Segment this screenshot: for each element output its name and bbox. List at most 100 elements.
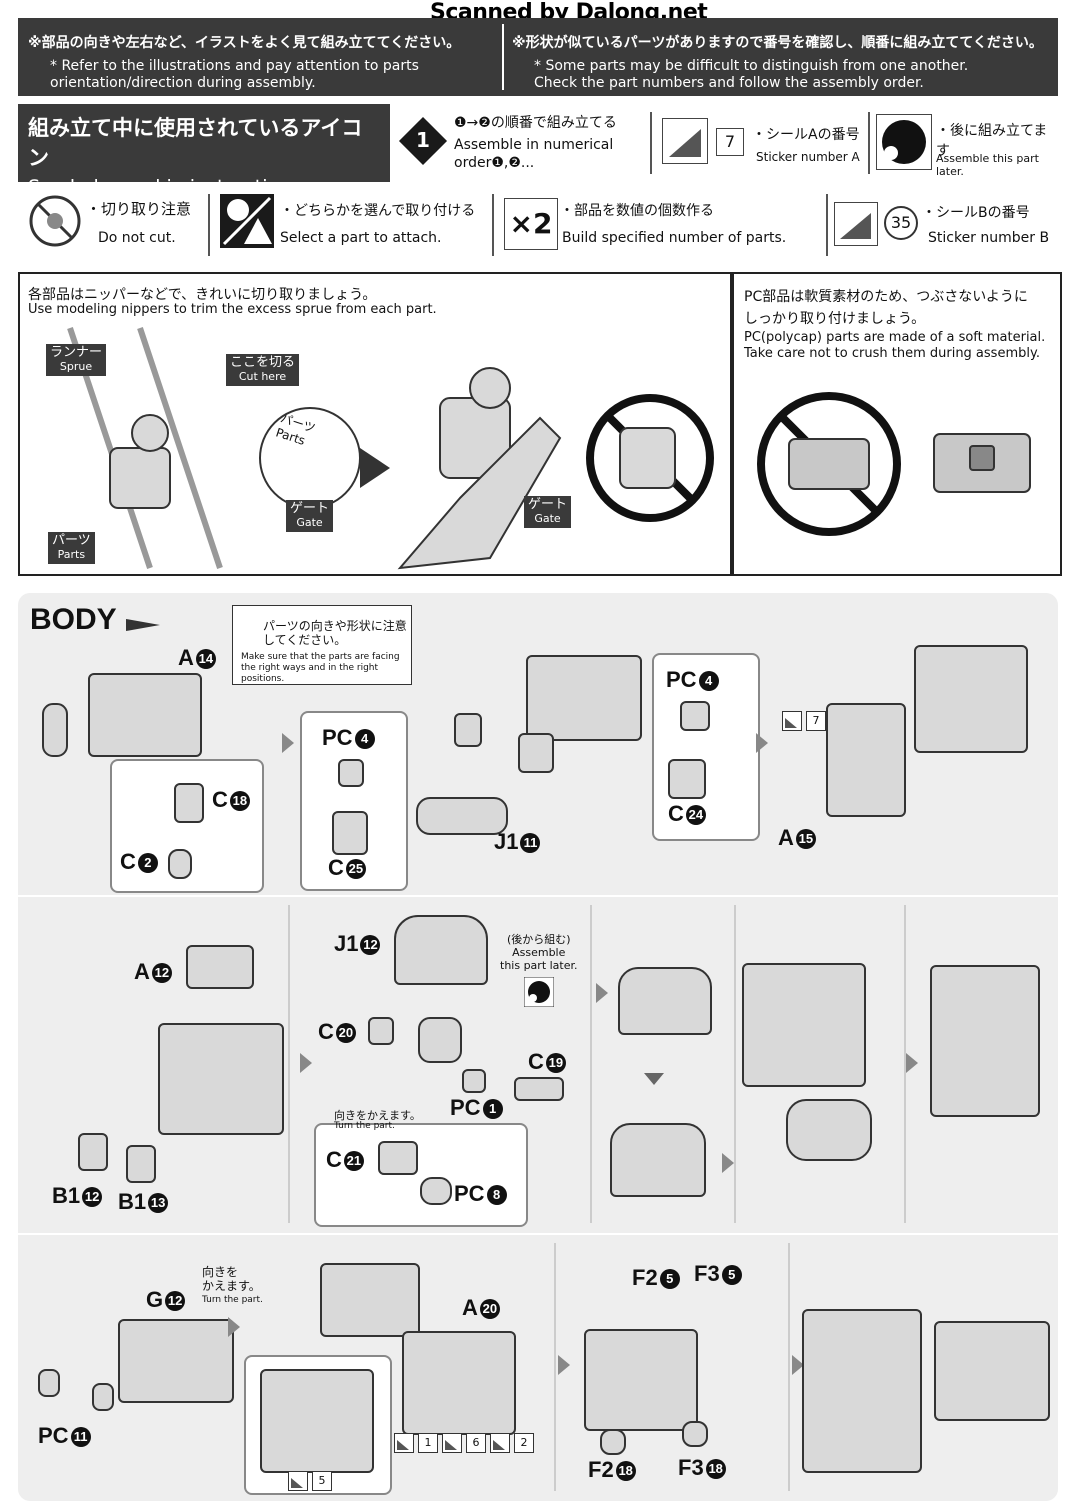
label-c20-num: 20 xyxy=(335,1023,356,1044)
part-f218 xyxy=(600,1429,626,1455)
turn-note-en: Turn the part. xyxy=(334,1121,395,1131)
gate-en: Gate xyxy=(296,516,323,529)
sticker-a-jp: ・シールAの番号 xyxy=(752,127,860,143)
sticker-icon-s7 xyxy=(782,711,802,731)
choose-en: Select a part to attach. xyxy=(280,230,442,246)
label-pc8-letter: PC xyxy=(454,1181,485,1206)
build-en: Build specified number of parts. xyxy=(562,230,787,246)
label-b112-num: 12 xyxy=(82,1187,103,1208)
turn-note-jp: 向きをかえます。 xyxy=(334,1109,421,1122)
gate2-en: Gate xyxy=(534,512,561,525)
select-part-icon xyxy=(220,194,274,252)
label-a15-letter: A xyxy=(778,825,794,850)
header-right-jp: ※形状が似ているパーツがありますので番号を確認し、順番に組み立ててください。 xyxy=(512,35,1043,51)
sticker-b-en: Sticker number B xyxy=(928,230,1050,246)
orientation-note: パーツの向きや形状に注意 してください。 Make sure that the … xyxy=(232,605,412,685)
part-pc1 xyxy=(462,1069,486,1093)
turn2-en: Turn the part. xyxy=(202,1295,263,1305)
sticker-icon-s5 xyxy=(288,1471,308,1491)
step-arrow-7 xyxy=(228,1317,240,1337)
order-en: Assemble in numerical order❶,❷... xyxy=(454,137,614,171)
assemble-later-icon-small xyxy=(523,976,555,1011)
label-f318-num: 18 xyxy=(705,1459,726,1480)
part-c25 xyxy=(332,811,368,855)
label-c24-num: 24 xyxy=(685,805,706,826)
label-j11-num: 11 xyxy=(520,833,541,854)
sticker-b-number: 35 xyxy=(884,206,918,240)
parts2-en: Parts xyxy=(57,548,86,561)
row2-sep-3 xyxy=(734,905,736,1223)
later-note-en-2: this part later. xyxy=(500,959,578,972)
part-joint-r2 xyxy=(418,1017,462,1063)
sticker-a-en: Sticker number A xyxy=(756,150,860,164)
part-a14-assembly xyxy=(526,655,642,741)
sym-sep-5 xyxy=(826,194,828,256)
label-f218-num: 18 xyxy=(615,1461,636,1482)
part-a15 xyxy=(826,703,906,817)
step-arrow-3 xyxy=(300,1053,312,1073)
symbols-title-jp: 組み立て中に使用されているアイコン xyxy=(28,116,363,170)
sticker-s6: 6 xyxy=(466,1433,486,1453)
step-arrow-8 xyxy=(558,1355,570,1375)
pc-jp-2: しっかり取り付けましょう。 xyxy=(744,311,926,327)
sym-sep-2 xyxy=(868,112,870,174)
header-right-en: * Some parts may be difficult to disting… xyxy=(534,58,969,91)
row3-sep-2 xyxy=(788,1243,790,1491)
part-pc4b xyxy=(680,701,710,731)
step-arrow-9 xyxy=(792,1355,804,1375)
turn2-jp: 向きを xyxy=(202,1265,239,1279)
label-c21-letter: C xyxy=(326,1147,342,1172)
part-body-core-r1 xyxy=(914,645,1028,753)
order-jp: ❶→❷の順番で組み立てる xyxy=(454,115,617,131)
header-left-en: * Refer to the illustrations and pay att… xyxy=(50,58,419,91)
label-a12-letter: A xyxy=(134,959,150,984)
sprue-jp: ランナー xyxy=(50,345,103,360)
pc-panel: PC部品は軟質素材のため、つぶさないように しっかり取り付けましょう。 PC(p… xyxy=(732,272,1062,576)
pc-jp-1: PC部品は軟質素材のため、つぶさないように xyxy=(744,289,1028,305)
sticker-icon-s1 xyxy=(394,1433,414,1453)
symbols-title: 組み立て中に使用されているアイコン Symbols used in instru… xyxy=(18,104,390,198)
body-section: BODY パーツの向きや形状に注意 してください。 Make sure that… xyxy=(18,593,1058,1501)
label-pc4a-letter: PC xyxy=(322,725,353,750)
label-c20-letter: C xyxy=(318,1019,334,1044)
note-jp-2: してください。 xyxy=(263,633,347,647)
symbols-title-en: Symbols used in instructions xyxy=(28,176,302,198)
label-pc1-letter: PC xyxy=(450,1095,481,1120)
sym-sep-1 xyxy=(650,112,652,174)
step-arrow-6 xyxy=(906,1053,918,1073)
label-g12-letter: G xyxy=(146,1287,164,1312)
nipper-panel: 各部品はニッパーなどで、きれいに切り取りましょう。 Use modeling n… xyxy=(18,272,732,576)
label-c19-letter: C xyxy=(528,1049,544,1074)
sticker-s2: 2 xyxy=(514,1433,534,1453)
part-peg xyxy=(42,703,68,757)
body-title: BODY xyxy=(30,603,117,636)
label-c19-num: 19 xyxy=(545,1053,566,1074)
label-f318-letter: F3 xyxy=(678,1455,704,1480)
step-number-label: 1 xyxy=(416,128,430,152)
later-note-en-1: Assemble xyxy=(512,946,566,959)
label-g12-num: 12 xyxy=(165,1291,186,1312)
header-right: ※形状が似ているパーツがありますので番号を確認し、順番に組み立ててください。 *… xyxy=(512,18,1052,96)
part-pc11a xyxy=(38,1369,60,1397)
sub-assembly-a20-back: 5 xyxy=(244,1355,392,1495)
label-c18-num: 18 xyxy=(229,791,250,812)
step-arrow-4 xyxy=(596,983,608,1003)
part-c21 xyxy=(378,1141,418,1175)
part-a12 xyxy=(186,945,254,989)
